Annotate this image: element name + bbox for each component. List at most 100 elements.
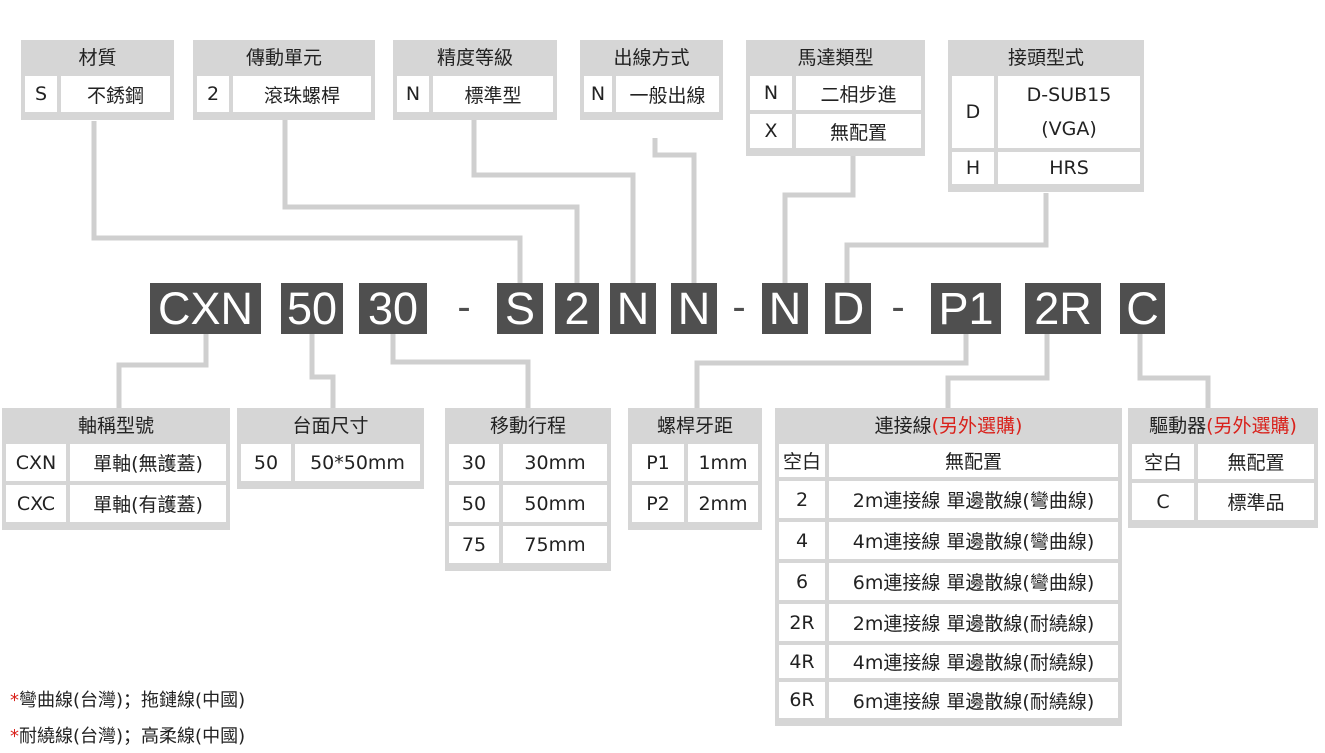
pitch-title: 螺桿牙距 <box>656 415 733 437</box>
line-cable <box>945 334 1050 408</box>
line-pitch <box>694 334 969 408</box>
driver-title-text: 驅動器 <box>1149 415 1207 437</box>
line-motor <box>782 155 856 283</box>
pitch-box: 螺桿牙距 P1 1mm P2 2mm <box>628 408 762 530</box>
series-box: 軸稱型號 CXN 單軸(無護蓋) CXC 單軸(有護蓋) <box>2 408 230 530</box>
option-code: 4R <box>779 645 829 678</box>
material-box: 材質 S 不銹鋼 <box>21 40 174 120</box>
cable-title-text: 連接線 <box>874 415 932 437</box>
code-driver: C <box>1120 283 1165 334</box>
option-code: 30 <box>449 444 503 481</box>
stroke-title: 移動行程 <box>489 415 566 437</box>
table-row: N 標準型 <box>397 76 553 112</box>
option-desc: 滾珠螺桿 <box>233 76 371 112</box>
option-desc: HRS <box>998 152 1140 184</box>
series-table: CXN 單軸(無護蓋) CXC 單軸(有護蓋) <box>6 440 226 526</box>
option-code: 75 <box>449 526 503 563</box>
option-code: P2 <box>632 485 688 522</box>
driver-table: 空白 無配置 C 標準品 <box>1132 440 1314 524</box>
option-code: N <box>397 76 433 112</box>
option-code: 4 <box>779 522 829 559</box>
footnote-mark: * <box>10 726 19 747</box>
option-code: S <box>25 76 61 112</box>
option-desc: 50mm <box>503 485 607 522</box>
line-driver <box>1137 334 1211 408</box>
code-outlet: N <box>671 283 717 334</box>
outlet-table: N 一般出線 <box>584 72 719 116</box>
outlet-title: 出線方式 <box>613 47 690 69</box>
cable-title-note: (另外選購) <box>931 415 1023 437</box>
option-code: C <box>1132 483 1198 520</box>
line-material <box>91 121 523 283</box>
option-code: CXC <box>6 485 70 522</box>
motor-box: 馬達類型 N 二相步進 X 無配置 <box>746 40 925 156</box>
table-row: CXN 單軸(無護蓋) <box>6 444 226 481</box>
option-code: 6R <box>779 682 829 718</box>
stroke-box: 移動行程 30 30mm 50 50mm 75 75mm <box>445 408 611 571</box>
option-code: 50 <box>449 485 503 522</box>
table-row: D D-SUB15 (VGA) <box>952 76 1140 148</box>
option-desc: 2m連接線 單邊散線(耐繞線) <box>829 604 1118 641</box>
option-desc: 一般出線 <box>616 76 719 112</box>
driver-box: 驅動器(另外選購) 空白 無配置 C 標準品 <box>1128 408 1318 528</box>
table-row: S 不銹鋼 <box>25 76 170 112</box>
table-row: 2 滾珠螺桿 <box>197 76 371 112</box>
code-connector: D <box>825 283 871 334</box>
footnote: *耐繞線(台灣)；高柔線(中國) <box>10 722 245 748</box>
option-desc: 無配置 <box>796 114 921 148</box>
motor-title: 馬達類型 <box>797 47 874 69</box>
connector-box: 接頭型式 D D-SUB15 (VGA) H HRS <box>948 40 1144 192</box>
pitch-table: P1 1mm P2 2mm <box>632 440 758 526</box>
line-transmission <box>282 113 580 283</box>
option-desc: 2mm <box>688 485 758 522</box>
precision-title: 精度等級 <box>436 47 513 69</box>
outlet-box: 出線方式 N 一般出線 <box>580 40 723 120</box>
option-code: X <box>750 114 796 148</box>
option-code: 空白 <box>779 444 829 477</box>
code-dash: - <box>457 285 471 329</box>
option-code: 2 <box>197 76 233 112</box>
driver-title: 驅動器(另外選購) <box>1132 408 1314 444</box>
option-code: D <box>952 76 998 148</box>
option-code: N <box>584 76 616 112</box>
line-stroke <box>390 334 531 408</box>
table-row: CXC 單軸(有護蓋) <box>6 485 226 522</box>
option-desc-line: D-SUB15 <box>1026 84 1112 106</box>
option-desc: 4m連接線 單邊散線(彎曲線) <box>829 522 1118 559</box>
footnote-mark: * <box>10 690 19 711</box>
precision-table: N 標準型 <box>397 72 553 116</box>
option-desc: 2m連接線 單邊散線(彎曲線) <box>829 481 1118 518</box>
option-desc: D-SUB15 (VGA) <box>998 76 1140 148</box>
option-code: 50 <box>241 444 295 481</box>
option-desc-line: (VGA) <box>1041 118 1097 140</box>
table-row: C 標準品 <box>1132 483 1314 520</box>
cable-title: 連接線(另外選購) <box>779 408 1118 444</box>
code-stroke: 30 <box>359 283 427 334</box>
code-dash: - <box>891 285 905 329</box>
driver-title-note: (另外選購) <box>1206 415 1297 437</box>
footnote-text: 彎曲線(台灣)；拖鏈線(中國) <box>19 690 246 711</box>
code-transmission: 2 <box>555 283 599 334</box>
code-cable: 2R <box>1025 283 1101 334</box>
option-code: 6 <box>779 563 829 600</box>
option-code: 2R <box>779 604 829 641</box>
option-desc: 50*50mm <box>295 444 420 481</box>
option-code: P1 <box>632 444 688 481</box>
table-row: 6 6m連接線 單邊散線(彎曲線) <box>779 563 1118 600</box>
option-desc: 單軸(有護蓋) <box>70 485 226 522</box>
stroke-table: 30 30mm 50 50mm 75 75mm <box>449 440 607 567</box>
code-dash: - <box>732 285 746 329</box>
option-desc: 單軸(無護蓋) <box>70 444 226 481</box>
table-row: 空白 無配置 <box>1132 444 1314 479</box>
cable-box: 連接線(另外選購) 空白 無配置 2 2m連接線 單邊散線(彎曲線) 4 4m連… <box>775 408 1122 726</box>
table-row: 2 2m連接線 單邊散線(彎曲線) <box>779 481 1118 518</box>
table-row: 75 75mm <box>449 526 607 563</box>
table-row: X 無配置 <box>750 114 921 148</box>
table-row: 空白 無配置 <box>779 444 1118 477</box>
code-series: CXN <box>150 283 261 334</box>
option-desc: 無配置 <box>1198 444 1314 479</box>
motor-table: N 二相步進 X 無配置 <box>750 72 921 152</box>
material-table: S 不銹鋼 <box>25 72 170 116</box>
series-title: 軸稱型號 <box>77 415 154 437</box>
